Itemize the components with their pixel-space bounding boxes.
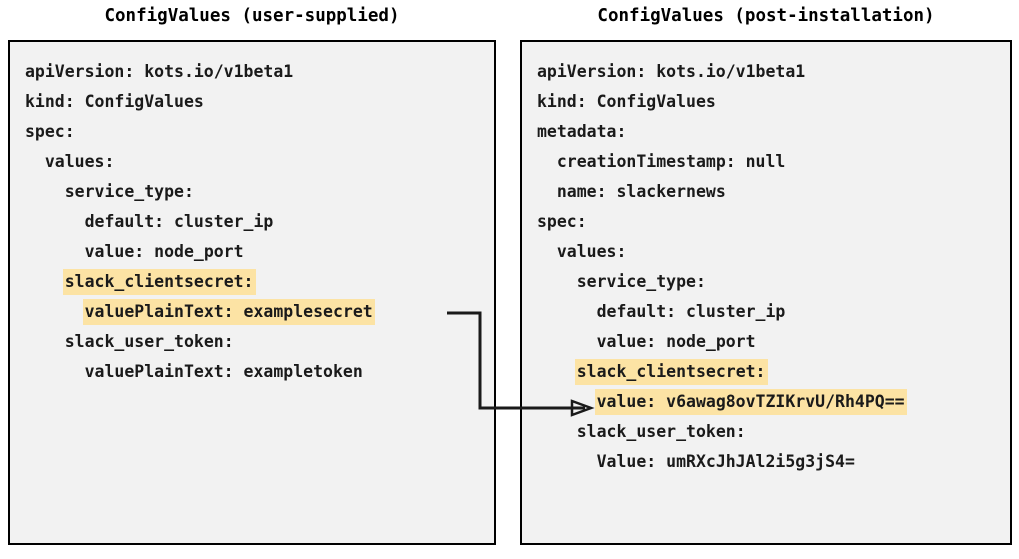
code-line: creationTimestamp: null xyxy=(535,147,1010,177)
code-indent xyxy=(535,362,575,381)
code-indent xyxy=(535,182,555,201)
code-indent xyxy=(535,392,595,411)
code-indent xyxy=(535,422,575,441)
code-line: spec: xyxy=(535,207,1010,237)
code-line-text: apiVersion: kots.io/v1beta1 xyxy=(537,62,806,81)
code-line-text: values: xyxy=(556,242,627,261)
code-line-text: value: node_port xyxy=(84,242,244,261)
code-line-text: service_type: xyxy=(64,182,194,201)
code-line: service_type: xyxy=(23,177,494,207)
code-line-text: apiVersion: kots.io/v1beta1 xyxy=(25,62,294,81)
code-indent xyxy=(23,242,83,261)
code-line: default: cluster_ip xyxy=(23,207,494,237)
code-line: value: node_port xyxy=(535,327,1010,357)
code-indent xyxy=(23,302,83,321)
code-indent xyxy=(535,452,595,471)
code-line: valuePlainText: examplesecret xyxy=(23,297,494,327)
code-line: spec: xyxy=(23,117,494,147)
code-line-text: slack_clientsecret: xyxy=(574,359,768,385)
code-line-text: slack_clientsecret: xyxy=(62,269,256,295)
code-line: default: cluster_ip xyxy=(535,297,1010,327)
code-line-text: default: cluster_ip xyxy=(596,302,786,321)
code-line: Value: umRXcJhJAl2i5g3jS4= xyxy=(535,447,1010,477)
code-line-text: value: v6awag8ovTZIKrvU/Rh4PQ== xyxy=(594,389,907,415)
code-line-text: default: cluster_ip xyxy=(84,212,274,231)
code-line-text: slack_user_token: xyxy=(64,332,234,351)
code-indent xyxy=(535,152,555,171)
code-indent xyxy=(535,302,595,321)
code-line: slack_user_token: xyxy=(23,327,494,357)
left-panel-title: ConfigValues (user-supplied) xyxy=(104,6,400,26)
code-indent xyxy=(23,272,63,291)
code-indent xyxy=(23,332,63,351)
code-line: kind: ConfigValues xyxy=(23,87,494,117)
code-indent xyxy=(23,182,63,201)
code-indent xyxy=(535,332,595,351)
configvalues-user-supplied-panel: apiVersion: kots.io/v1beta1 kind: ConfigV… xyxy=(8,40,496,545)
code-indent xyxy=(23,212,83,231)
code-indent xyxy=(23,152,43,171)
code-line-text: metadata: xyxy=(537,122,627,141)
code-line-text: spec: xyxy=(537,212,587,231)
code-line: slack_clientsecret: xyxy=(535,357,1010,387)
code-line-text: valuePlainText: examplesecret xyxy=(82,299,375,325)
code-line: values: xyxy=(535,237,1010,267)
code-line: name: slackernews xyxy=(535,177,1010,207)
code-line-text: kind: ConfigValues xyxy=(537,92,716,111)
code-indent xyxy=(535,272,575,291)
code-line: valuePlainText: exampletoken xyxy=(23,357,494,387)
code-line: slack_user_token: xyxy=(535,417,1010,447)
right-panel-code-body: apiVersion: kots.io/v1beta1 kind: ConfigV… xyxy=(522,42,1010,477)
code-line: values: xyxy=(23,147,494,177)
code-line: metadata: xyxy=(535,117,1010,147)
code-line-text: kind: ConfigValues xyxy=(25,92,204,111)
right-panel-title: ConfigValues (post-installation) xyxy=(597,6,935,26)
code-line-text: service_type: xyxy=(576,272,706,291)
code-line: kind: ConfigValues xyxy=(535,87,1010,117)
code-line-text: Value: umRXcJhJAl2i5g3jS4= xyxy=(596,452,855,471)
code-line-text: valuePlainText: exampletoken xyxy=(84,362,363,381)
left-panel-code-body: apiVersion: kots.io/v1beta1 kind: ConfigV… xyxy=(10,42,494,387)
code-line: slack_clientsecret: xyxy=(23,267,494,297)
code-indent xyxy=(23,362,83,381)
code-line-text: values: xyxy=(44,152,115,171)
code-line-text: value: node_port xyxy=(596,332,756,351)
code-line-text: spec: xyxy=(25,122,75,141)
code-line-text: slack_user_token: xyxy=(576,422,746,441)
code-line: value: v6awag8ovTZIKrvU/Rh4PQ== xyxy=(535,387,1010,417)
code-line-text: creationTimestamp: null xyxy=(556,152,786,171)
code-line-text: name: slackernews xyxy=(556,182,726,201)
code-line: apiVersion: kots.io/v1beta1 xyxy=(535,57,1010,87)
configvalues-post-installation-panel: apiVersion: kots.io/v1beta1 kind: ConfigV… xyxy=(520,40,1012,545)
code-line: apiVersion: kots.io/v1beta1 xyxy=(23,57,494,87)
code-line: value: node_port xyxy=(23,237,494,267)
code-indent xyxy=(535,242,555,261)
code-line: service_type: xyxy=(535,267,1010,297)
